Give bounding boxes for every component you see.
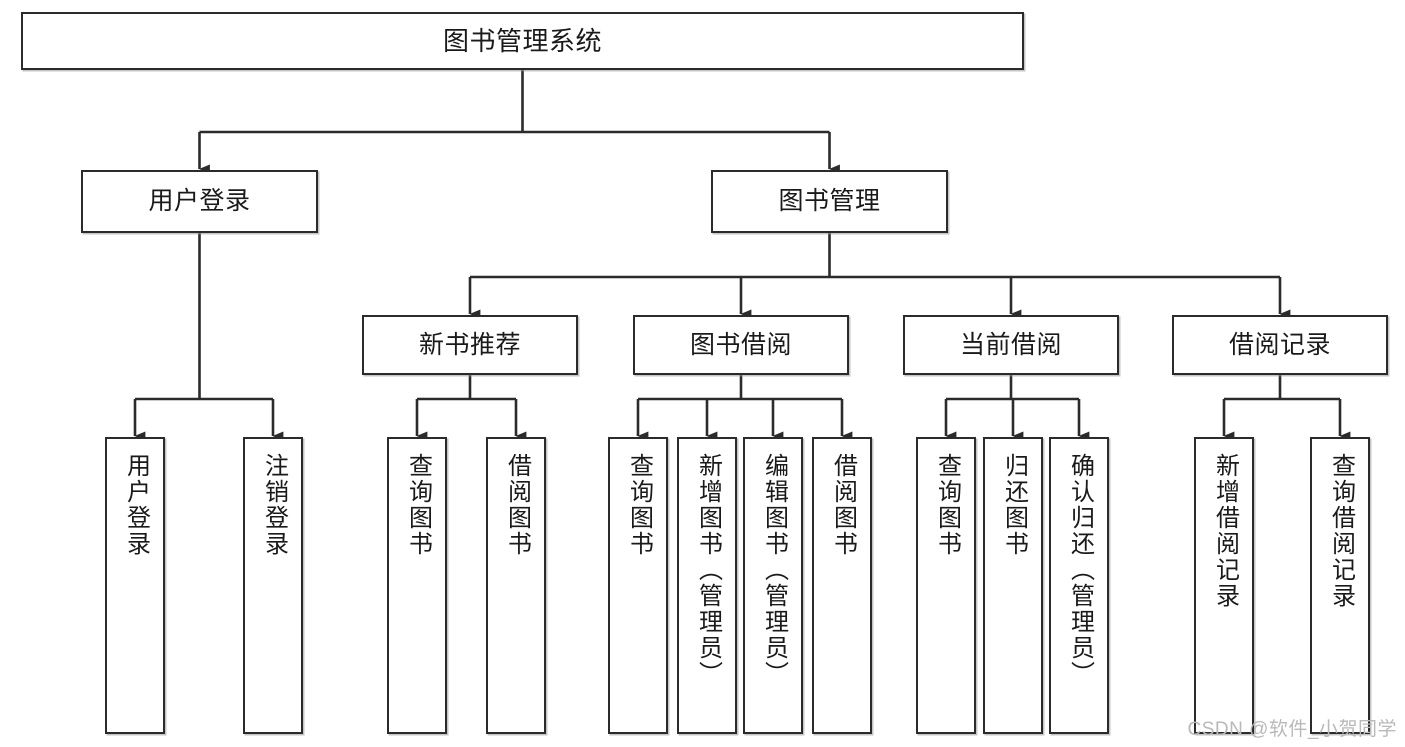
node-l-login[interactable]: 用户登录 [105, 437, 165, 734]
node-label: 新增借阅记录 [1211, 453, 1239, 609]
node-l-borrow2[interactable]: 借阅图书 [812, 437, 872, 734]
node-root[interactable]: 图书管理系统 [21, 12, 1024, 70]
node-label: 借阅图书 [503, 453, 531, 557]
node-label: 借阅图书 [829, 453, 857, 557]
node-label: 查询图书 [933, 453, 961, 557]
node-borrow[interactable]: 图书借阅 [633, 315, 849, 375]
node-l-query3[interactable]: 查询图书 [916, 437, 976, 734]
node-label: 用户登录 [122, 453, 150, 557]
node-records[interactable]: 借阅记录 [1172, 315, 1388, 375]
node-l-addrec[interactable]: 新增借阅记录 [1194, 437, 1254, 734]
node-l-logout[interactable]: 注销登录 [243, 437, 303, 734]
node-l-queryrec[interactable]: 查询借阅记录 [1310, 437, 1370, 734]
node-label: 借阅记录 [1228, 330, 1331, 359]
node-l-query2[interactable]: 查询图书 [608, 437, 668, 734]
node-label: 新书推荐 [418, 330, 521, 359]
node-label: 新增图书（管理员） [694, 453, 722, 687]
node-label: 用户登录 [148, 187, 251, 215]
node-label: 查询借阅记录 [1327, 453, 1355, 609]
node-current[interactable]: 当前借阅 [903, 315, 1119, 375]
node-label: 确认归还（管理员） [1066, 453, 1094, 687]
node-label: 图书借阅 [689, 330, 792, 359]
node-label: 图书管理 [778, 187, 881, 215]
node-label: 归还图书 [1000, 453, 1028, 557]
node-label: 编辑图书（管理员） [760, 453, 788, 687]
node-label: 查询图书 [404, 453, 432, 557]
node-label: 图书管理系统 [442, 25, 602, 56]
node-label: 查询图书 [625, 453, 653, 557]
node-bookmgmt[interactable]: 图书管理 [711, 170, 948, 233]
node-label: 当前借阅 [959, 330, 1062, 359]
node-l-query1[interactable]: 查询图书 [387, 437, 447, 734]
node-label: 注销登录 [260, 453, 288, 557]
node-l-add[interactable]: 新增图书（管理员） [677, 437, 737, 734]
node-login[interactable]: 用户登录 [81, 170, 318, 233]
node-l-return[interactable]: 归还图书 [983, 437, 1043, 734]
node-l-edit[interactable]: 编辑图书（管理员） [743, 437, 803, 734]
node-l-borrow1[interactable]: 借阅图书 [486, 437, 546, 734]
node-newbook[interactable]: 新书推荐 [362, 315, 578, 375]
node-l-confirm[interactable]: 确认归还（管理员） [1049, 437, 1109, 734]
